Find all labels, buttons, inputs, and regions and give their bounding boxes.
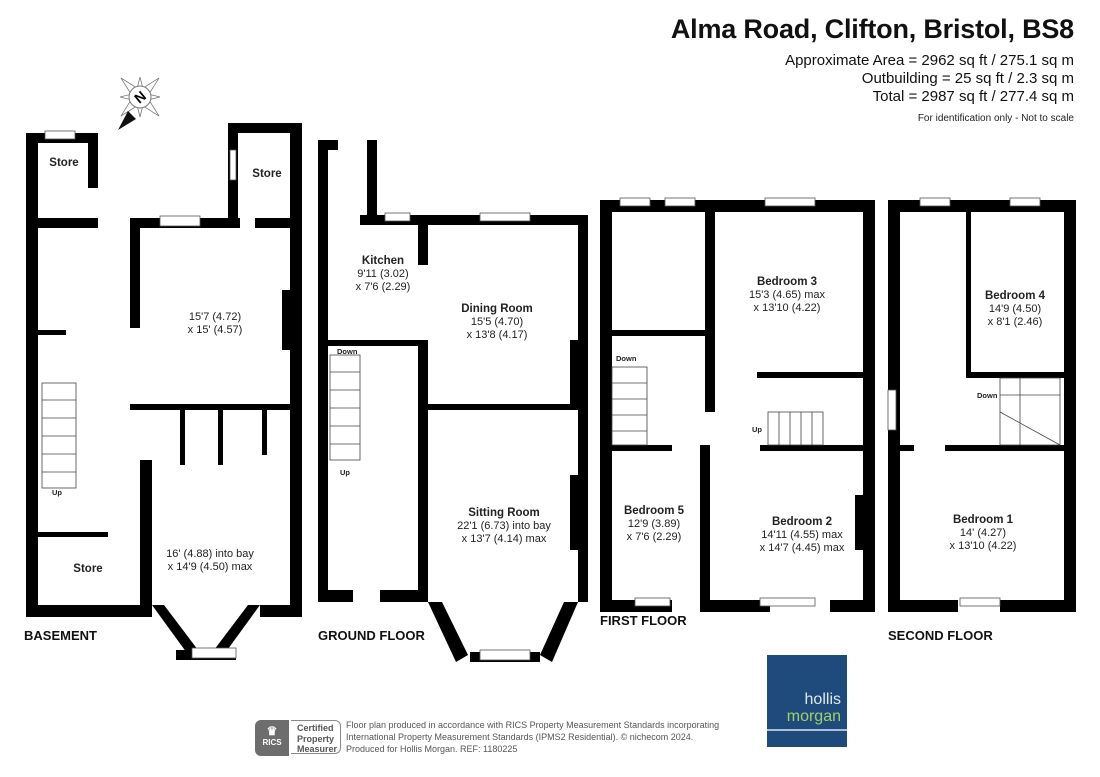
basement-room-rear: 15'7 (4.72)x 15' (4.57) [187, 311, 243, 336]
ground-floor-label: GROUND FLOOR [318, 628, 425, 643]
hollis-morgan-logo: hollis morgan [767, 655, 847, 747]
ground-stairs-down: Down [337, 347, 358, 356]
basement-store-2: Store [252, 168, 282, 180]
area-summary: Approximate Area = 2962 sq ft / 275.1 sq… [785, 52, 1074, 106]
compass-icon: N [118, 76, 161, 130]
first-stairs-up: Up [752, 425, 762, 434]
basement-stairs-up: Up [52, 488, 62, 497]
second-floor-walls [888, 200, 1076, 612]
property-title: Alma Road, Clifton, Bristol, BS8 [670, 14, 1074, 44]
approximate-area: Approximate Area = 2962 sq ft / 275.1 sq… [785, 52, 1074, 69]
disclaimer: Floor plan produced in accordance with R… [346, 720, 720, 754]
rics-badge: ♛ RICS Certified Property Measurer [255, 720, 343, 756]
second-stairs-down: Down [977, 391, 998, 400]
ground-floor-walls [318, 140, 588, 662]
first-floor-walls [600, 200, 875, 612]
total-area: Total = 2987 sq ft / 277.4 sq m [872, 88, 1074, 105]
basement-walls [26, 123, 302, 660]
first-stairs-down: Down [616, 354, 637, 363]
outbuilding-area: Outbuilding = 25 sq ft / 2.3 sq m [861, 70, 1074, 87]
stairs [41, 354, 1061, 489]
basement-store-3: Store [73, 563, 103, 575]
scale-note: For identification only - Not to scale [917, 113, 1074, 124]
ground-stairs-up: Up [340, 468, 350, 477]
second-floor-label: SECOND FLOOR [888, 628, 993, 643]
basement-label: BASEMENT [24, 628, 97, 643]
first-floor-label: FIRST FLOOR [600, 613, 687, 628]
rics-lion-icon: ♛ [266, 724, 278, 738]
windows [44, 130, 1041, 661]
basement-store-1: Store [49, 157, 79, 169]
